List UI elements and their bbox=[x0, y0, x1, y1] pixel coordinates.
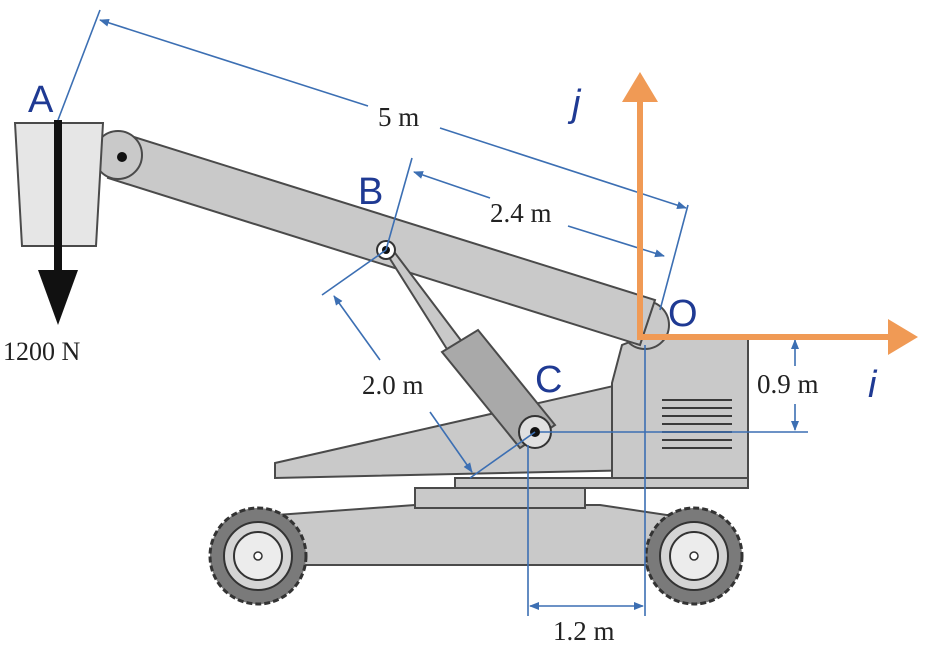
force-label: 1200 N bbox=[3, 337, 81, 366]
point-label-a: A bbox=[28, 79, 54, 121]
dim-5m-line-left bbox=[99, 18, 369, 107]
dim-09m-label: 0.9 m bbox=[757, 369, 819, 399]
chassis-block bbox=[414, 487, 586, 509]
dim-20m-line-bottom bbox=[429, 411, 473, 473]
boom-tip-pin bbox=[117, 152, 127, 162]
dim-20m-ext-c bbox=[469, 431, 536, 479]
dim-24m-label: 2.4 m bbox=[490, 198, 552, 228]
axis-label-i: i bbox=[868, 364, 878, 406]
dim-20m-label: 2.0 m bbox=[362, 370, 424, 400]
point-label-o: O bbox=[668, 293, 698, 335]
dim-12m-label: 1.2 m bbox=[553, 616, 615, 646]
point-label-c: C bbox=[535, 359, 562, 401]
i-axis-arrowhead bbox=[888, 319, 918, 355]
platform bbox=[274, 378, 641, 480]
dim-5m-line-right bbox=[439, 127, 687, 210]
cabin-base bbox=[454, 477, 749, 489]
dim-5m-ext-a bbox=[57, 9, 101, 121]
dim-20m-line-top bbox=[333, 295, 381, 361]
point-label-b: B bbox=[358, 171, 383, 213]
right-wheel bbox=[644, 506, 744, 606]
dim-24m-line-left bbox=[413, 171, 491, 199]
dim-5m-label: 5 m bbox=[378, 102, 419, 132]
vent-grille bbox=[662, 399, 732, 449]
axis-label-j: j bbox=[567, 83, 582, 125]
load-arrowhead bbox=[38, 270, 78, 325]
dim-5m-ext-o bbox=[659, 204, 689, 311]
dim-24m-line-right bbox=[567, 225, 665, 258]
left-wheel bbox=[208, 506, 308, 606]
j-axis-arrowhead bbox=[622, 72, 658, 102]
dim-24m-ext-b bbox=[385, 157, 413, 251]
dim-20m-ext-b bbox=[321, 249, 387, 296]
boom-arm bbox=[106, 130, 657, 347]
